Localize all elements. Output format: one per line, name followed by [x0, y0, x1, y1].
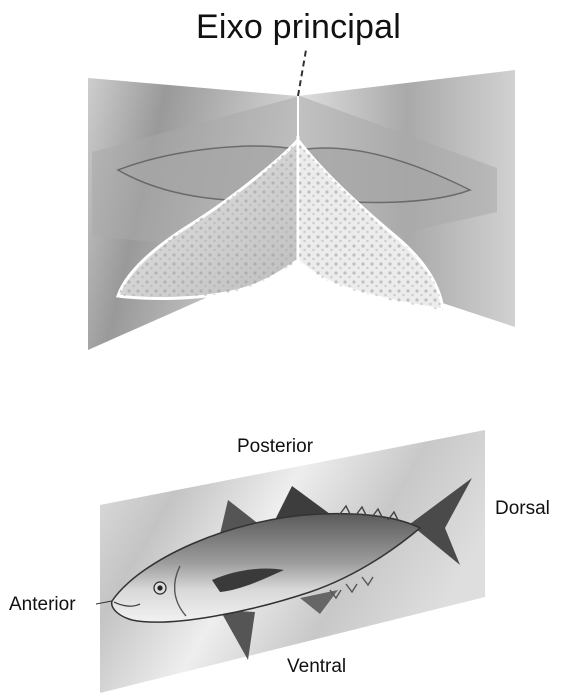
- posterior-label: Posterior: [237, 436, 313, 458]
- main-axis-dashes: [298, 50, 306, 96]
- anterior-label: Anterior: [9, 594, 76, 616]
- fish-figure: [96, 430, 485, 693]
- starfish-figure: [88, 50, 515, 350]
- main-axis-label: Eixo principal: [196, 8, 401, 47]
- ventral-label: Ventral: [287, 656, 346, 678]
- dorsal-label: Dorsal: [495, 498, 550, 520]
